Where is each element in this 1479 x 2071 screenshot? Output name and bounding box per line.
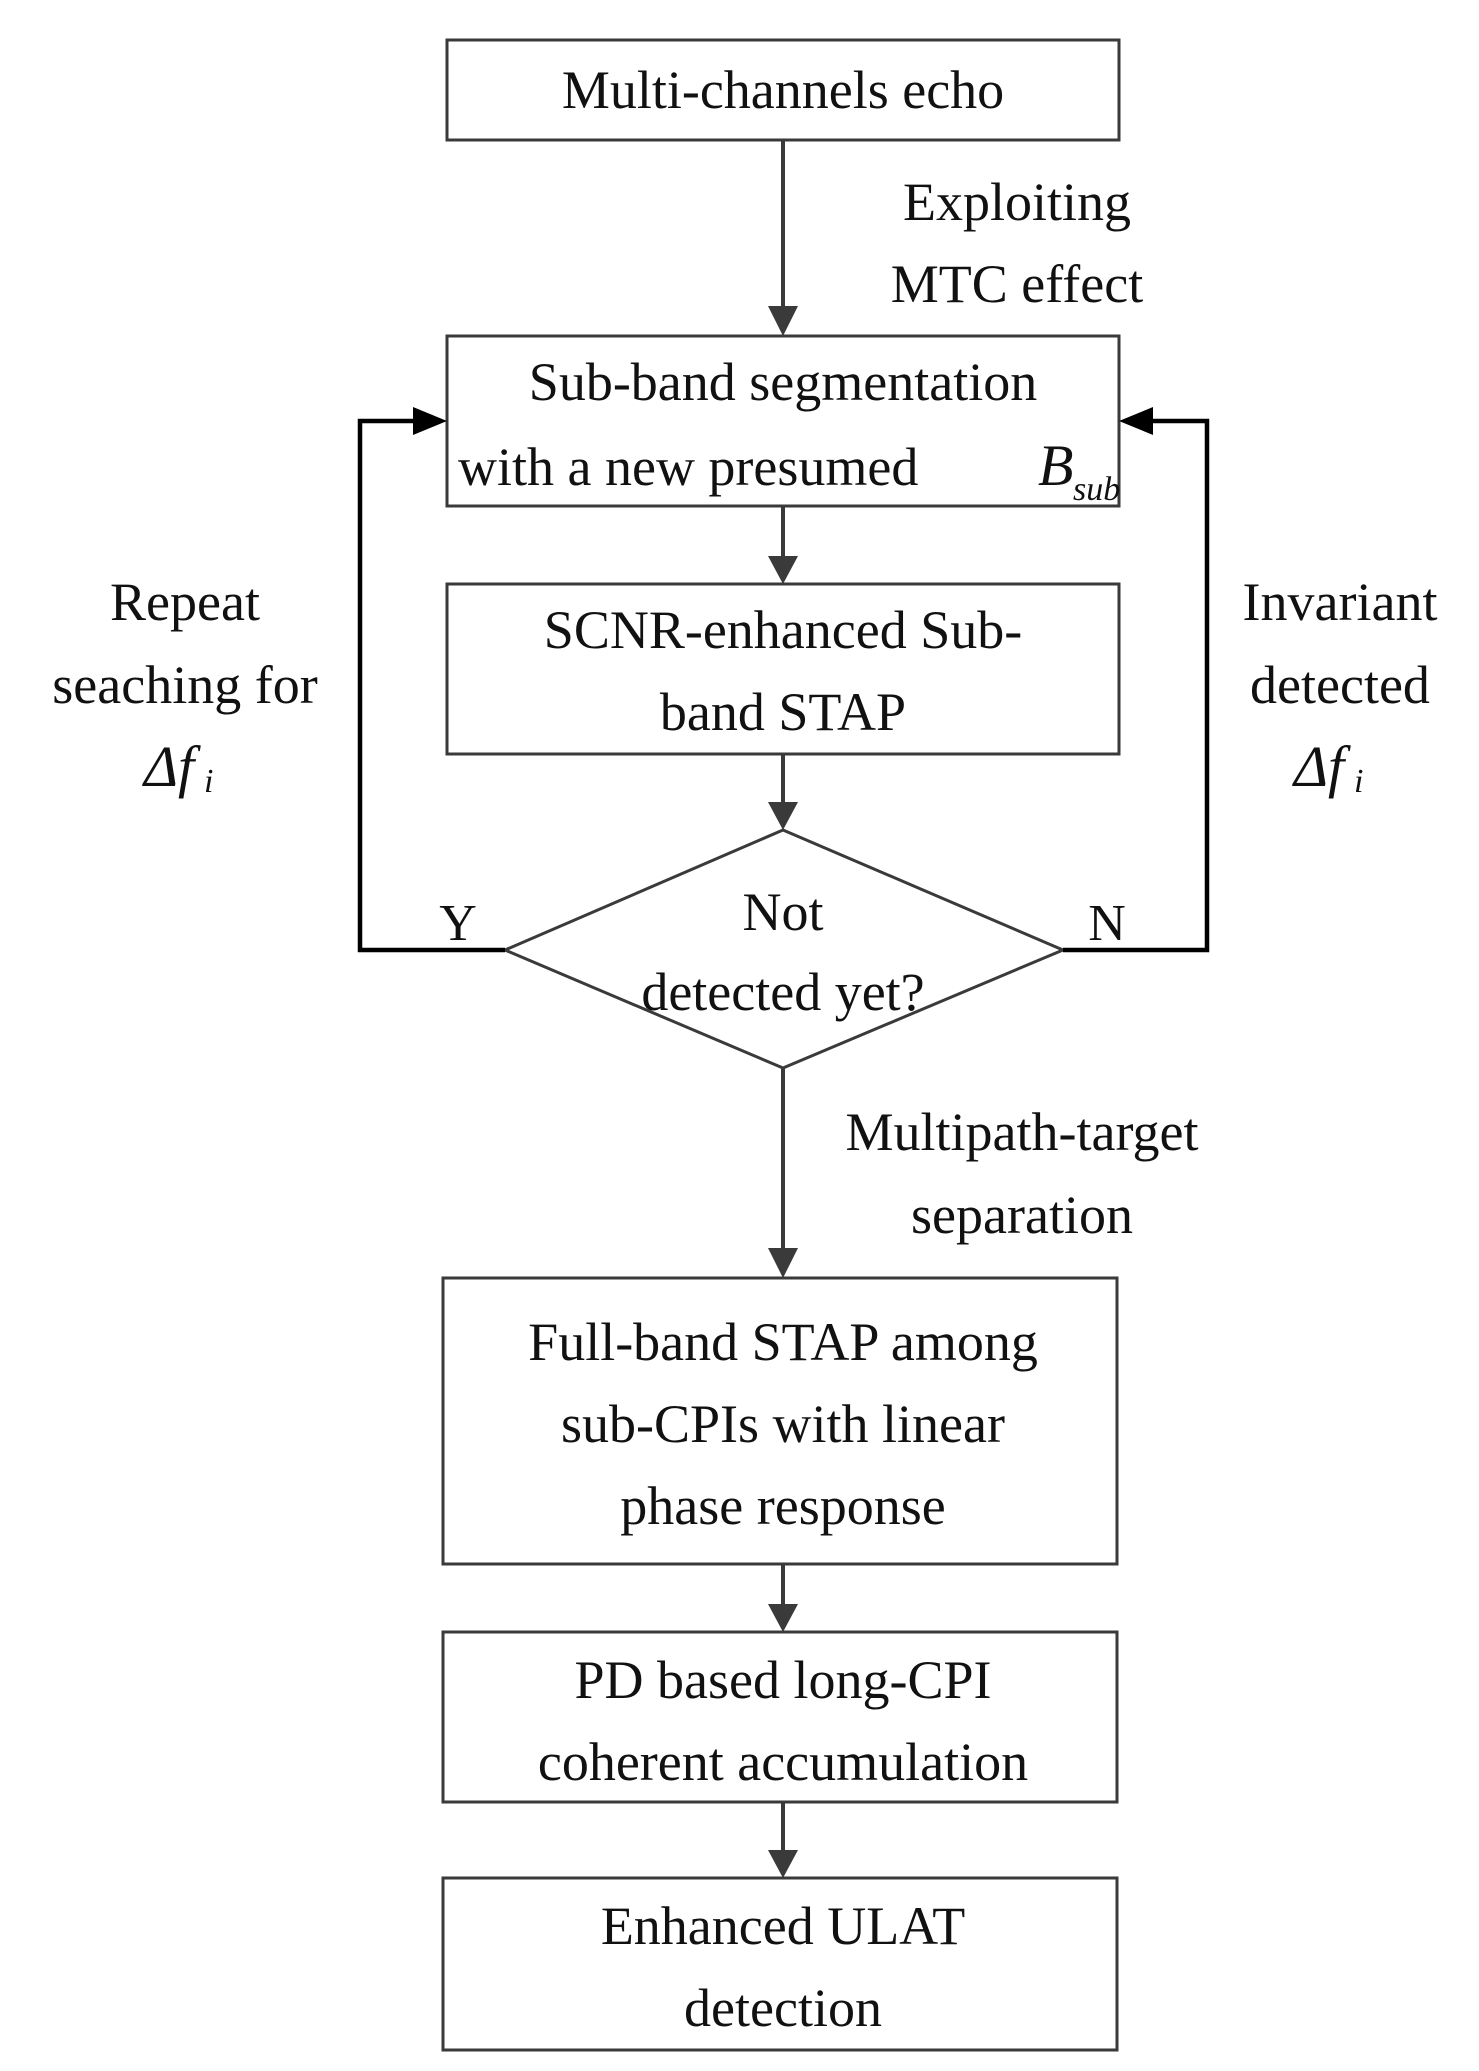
svg-text:seaching for: seaching for xyxy=(52,655,317,715)
input-node: Multi-channels echo xyxy=(445,38,1121,142)
arrowhead xyxy=(768,306,798,336)
svg-text:coherent accumulation: coherent accumulation xyxy=(538,1732,1028,1792)
arrowhead xyxy=(768,1850,798,1878)
edge-stap-to-decision xyxy=(768,754,798,830)
stap-node: SCNR-enhanced Sub- band STAP xyxy=(445,582,1121,756)
svg-text:SCNR-enhanced Sub-: SCNR-enhanced Sub- xyxy=(544,600,1022,660)
svg-text:Repeat: Repeat xyxy=(110,572,260,632)
svg-text:sub-CPIs with linear: sub-CPIs with linear xyxy=(561,1394,1005,1454)
delta-f-subscript: i xyxy=(204,763,213,800)
svg-text:Enhanced ULAT: Enhanced ULAT xyxy=(601,1896,965,1956)
invariant-edge-label: Invariant detected Δf i xyxy=(1243,572,1438,800)
arrowhead xyxy=(768,1604,798,1632)
mtc-edge-label: Exploiting MTC effect xyxy=(891,172,1143,314)
delta-f-subscript: i xyxy=(1354,763,1363,800)
svg-text:Sub-band segmentation: Sub-band segmentation xyxy=(529,352,1037,412)
arrowhead xyxy=(413,407,447,435)
svg-text:with a new presumed: with a new presumed xyxy=(458,437,918,497)
svg-text:Invariant: Invariant xyxy=(1243,572,1438,632)
svg-text:Not: Not xyxy=(743,882,824,942)
input-node-label: Multi-channels echo xyxy=(562,60,1004,120)
yes-loop-edge xyxy=(357,407,505,953)
svg-text:MTC effect: MTC effect xyxy=(891,254,1143,314)
fullband-node: Full-band STAP among sub-CPIs with linea… xyxy=(441,1276,1119,1566)
b-sub-subscript: sub xyxy=(1073,471,1120,508)
arrowhead xyxy=(768,556,798,584)
svg-text:separation: separation xyxy=(911,1185,1133,1245)
repeat-edge-label: Repeat seaching for Δf i xyxy=(52,572,317,800)
svg-text:detected yet?: detected yet? xyxy=(641,962,924,1022)
edge-fullband-to-accumulation xyxy=(768,1564,798,1632)
svg-text:phase response: phase response xyxy=(620,1476,945,1536)
svg-text:PD based long-CPI: PD based long-CPI xyxy=(575,1650,992,1710)
svg-text:Exploiting: Exploiting xyxy=(903,172,1131,232)
b-sub-symbol: B xyxy=(1038,433,1073,498)
edge-accumulation-to-output xyxy=(768,1802,798,1878)
yes-label: Y xyxy=(439,895,477,952)
separation-edge-label: Multipath-target separation xyxy=(846,1102,1199,1245)
svg-text:detected: detected xyxy=(1250,655,1430,715)
accumulation-node: PD based long-CPI coherent accumulation xyxy=(441,1630,1119,1804)
arrowhead xyxy=(768,802,798,830)
svg-text:Full-band STAP among: Full-band STAP among xyxy=(528,1312,1038,1372)
delta-f-symbol: Δf xyxy=(1292,734,1351,799)
decision-node: Not detected yet? xyxy=(501,828,1067,1070)
svg-text:detection: detection xyxy=(684,1978,882,2038)
arrowhead xyxy=(1119,407,1153,435)
arrowhead xyxy=(768,1248,798,1278)
edge-decision-to-fullband xyxy=(768,1068,798,1278)
no-label: N xyxy=(1088,895,1126,952)
edge-input-to-segmentation xyxy=(768,140,798,336)
svg-text:Multipath-target: Multipath-target xyxy=(846,1102,1199,1162)
delta-f-symbol: Δf xyxy=(142,734,201,799)
edge-segmentation-to-stap xyxy=(768,506,798,584)
output-node: Enhanced ULAT detection xyxy=(441,1876,1119,2052)
svg-text:band STAP: band STAP xyxy=(660,682,906,742)
no-loop-edge xyxy=(1063,407,1210,953)
segmentation-node: Sub-band segmentation with a new presume… xyxy=(445,334,1121,508)
